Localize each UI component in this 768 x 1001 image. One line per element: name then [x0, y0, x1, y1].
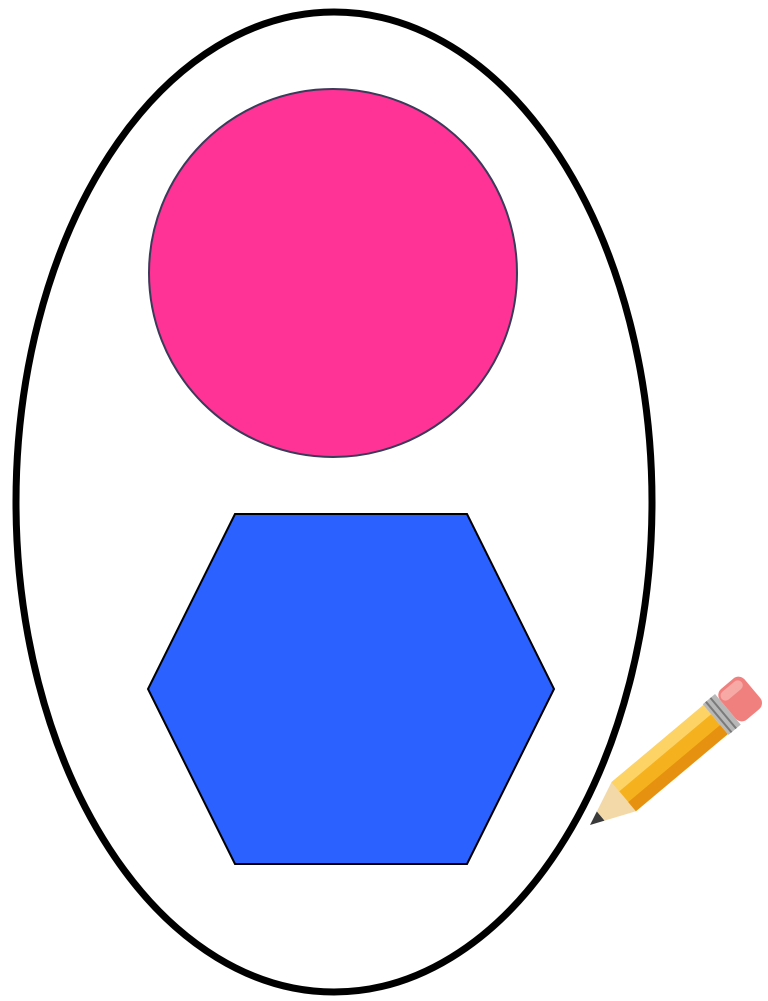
blue-hexagon: [148, 514, 554, 864]
pink-circle: [149, 89, 517, 457]
